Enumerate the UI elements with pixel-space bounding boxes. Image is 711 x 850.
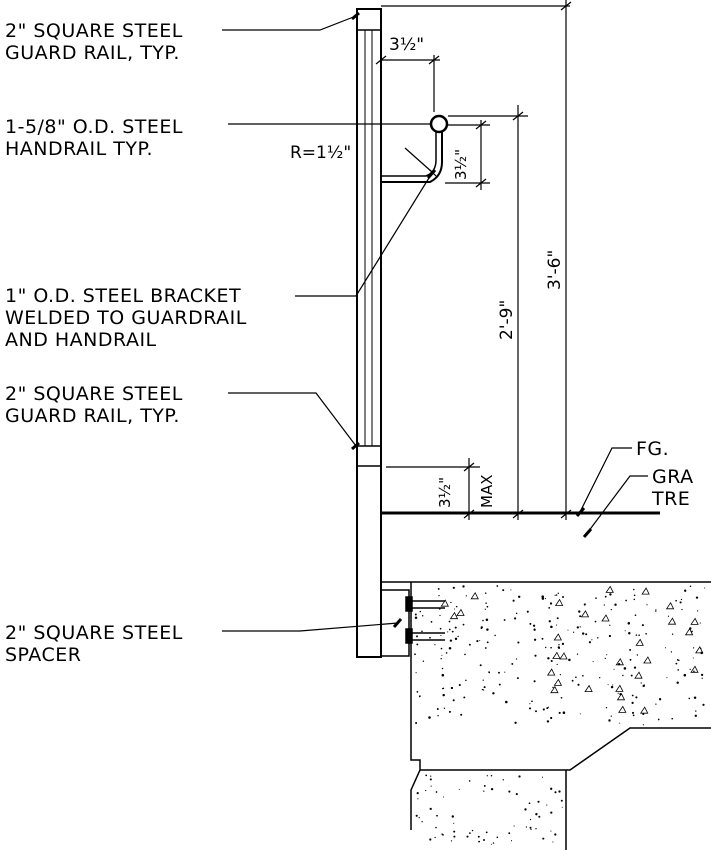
callout-handrail-line1: 1-5/8" O.D. STEEL — [5, 116, 183, 138]
callout-bracket-line1: 1" O.D. STEEL BRACKET — [5, 285, 242, 307]
callout-bracket-line3: AND HANDRAIL — [5, 329, 157, 351]
guard-height-dim: 3'-6" — [545, 250, 565, 290]
radius-dim: R=1½" — [290, 143, 351, 163]
callout-finish-grade: FG. — [636, 438, 670, 460]
handrail-assembly — [381, 114, 449, 183]
callout-grade-partial-line2: TRE — [652, 488, 691, 510]
handrail-height-dim: 2'-9" — [497, 300, 517, 340]
leader-lines — [222, 15, 648, 632]
callout-guard-rail-top: 2" SQUARE STEEL GUARD RAIL, TYP. — [5, 20, 183, 64]
handrail-offset-dim: 3½" — [389, 35, 424, 55]
concrete-stipple — [414, 585, 706, 845]
dimension-lines — [375, 0, 572, 520]
callout-guard-rail-top-line1: 2" SQUARE STEEL — [5, 20, 183, 42]
leader-ticks — [351, 11, 593, 628]
steel-spacer — [380, 589, 445, 657]
callout-handrail-line2: HANDRAIL TYP. — [5, 138, 154, 160]
callout-guard-rail-bottom: 2" SQUARE STEEL GUARD RAIL, TYP. — [5, 383, 183, 427]
bottom-gap-max-note: MAX — [478, 475, 496, 508]
callout-handrail: 1-5/8" O.D. STEEL HANDRAIL TYP. — [5, 116, 183, 160]
callout-guard-rail-top-line2: GUARD RAIL, TYP. — [5, 42, 180, 64]
callout-spacer: 2" SQUARE STEEL SPACER — [5, 622, 183, 666]
callout-grade-partial: GRA TRE — [652, 466, 694, 510]
callout-guard-rail-bottom-line2: GUARD RAIL, TYP. — [5, 405, 180, 427]
callout-spacer-line1: 2" SQUARE STEEL — [5, 622, 183, 644]
bottom-gap-dim: 3½" — [436, 477, 454, 508]
callout-grade-partial-line1: GRA — [652, 466, 694, 488]
callout-guard-rail-bottom-line1: 2" SQUARE STEEL — [5, 383, 183, 405]
concrete-slab — [381, 581, 711, 850]
callout-spacer-line2: SPACER — [5, 644, 82, 666]
callout-bracket-line2: WELDED TO GUARDRAIL — [5, 307, 247, 329]
handrail-drop-dim: 3½" — [452, 149, 470, 180]
callout-bracket: 1" O.D. STEEL BRACKET WELDED TO GUARDRAI… — [5, 285, 247, 351]
guard-rail-post — [356, 8, 382, 658]
